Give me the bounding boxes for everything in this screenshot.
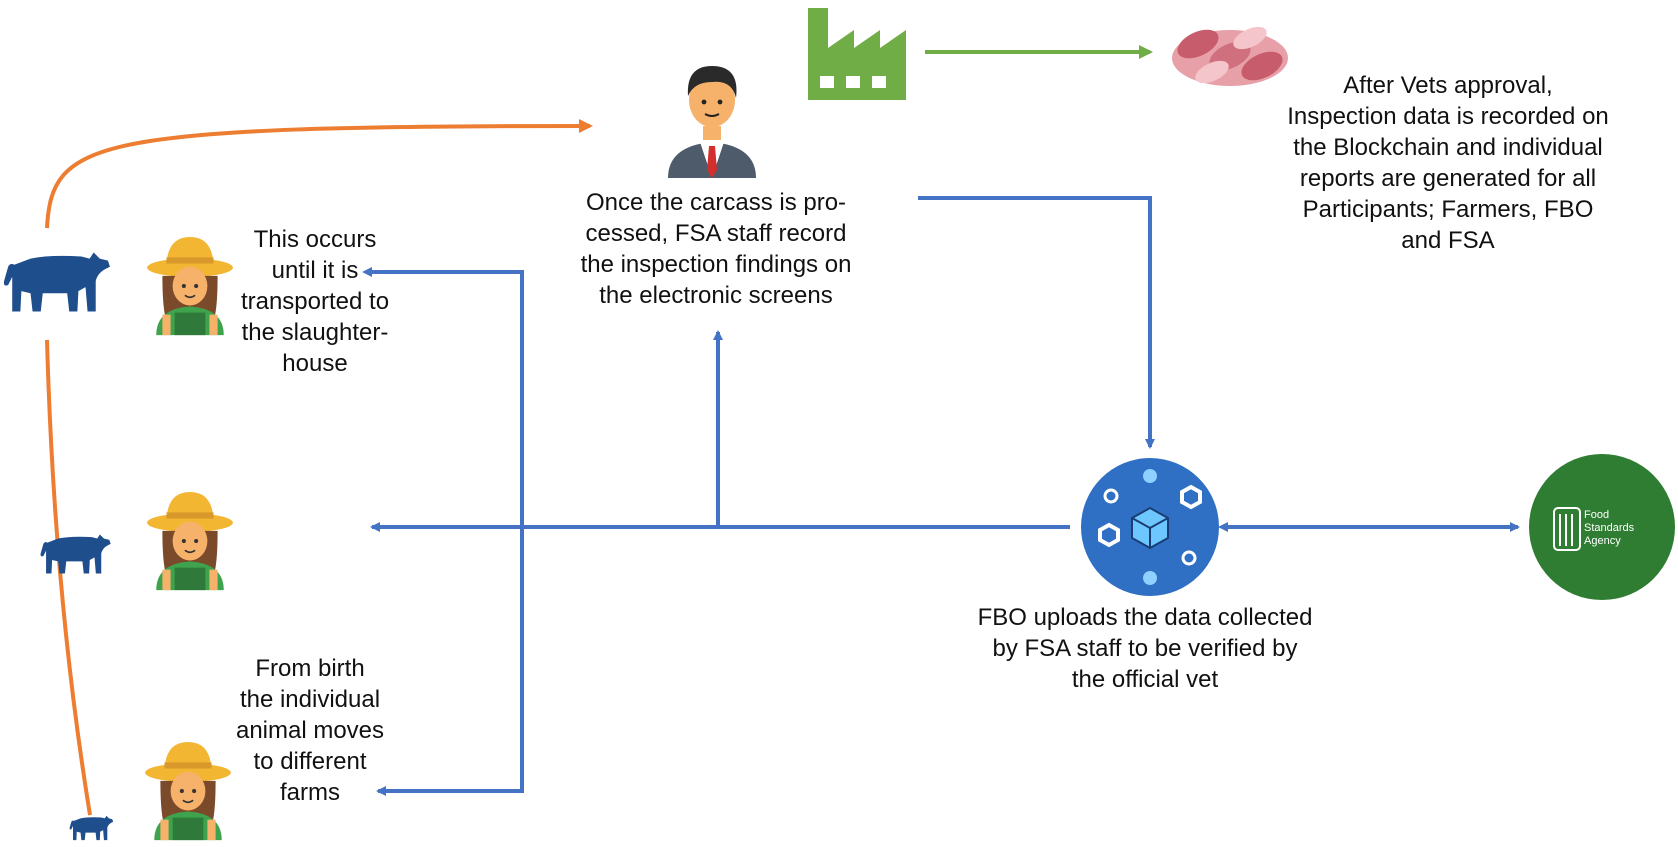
- meat-icon: [1172, 26, 1288, 86]
- farmer-icon: [146, 491, 234, 591]
- logo-text-line1: Food: [1584, 509, 1609, 521]
- blockchain-icon: [1081, 458, 1219, 596]
- farm-moves-text: From birth the individual animal moves t…: [235, 655, 385, 806]
- farm-bracket-line: [362, 267, 524, 796]
- farmer-icon: [146, 236, 234, 336]
- logo-text-line3: Agency: [1584, 535, 1621, 547]
- until-transport-text: This occurs until it is transported to t…: [240, 226, 390, 377]
- fsa-staff-icon: [668, 66, 756, 178]
- lifecycle-path-lower: [45, 339, 92, 816]
- cow-icon: [40, 534, 111, 574]
- farmer-icon: [144, 741, 232, 841]
- carcass-processed-text: Once the carcass is pro- cessed, FSA sta…: [580, 189, 852, 309]
- cow-icon: [69, 815, 114, 841]
- food-standards-agency-logo: Food Standards Agency: [1529, 454, 1675, 600]
- vet-approval-text: After Vets approval, Inspection data is …: [1287, 72, 1609, 254]
- lifecycle-arrow-to-staff: [45, 119, 593, 229]
- factory-icon: [808, 8, 906, 100]
- fbo-upload-text: FBO uploads the data collected by FSA st…: [977, 604, 1313, 693]
- cow-icon: [3, 252, 110, 312]
- logo-text-line2: Standards: [1584, 522, 1635, 534]
- staff-to-blockchain-arrow: [918, 196, 1155, 449]
